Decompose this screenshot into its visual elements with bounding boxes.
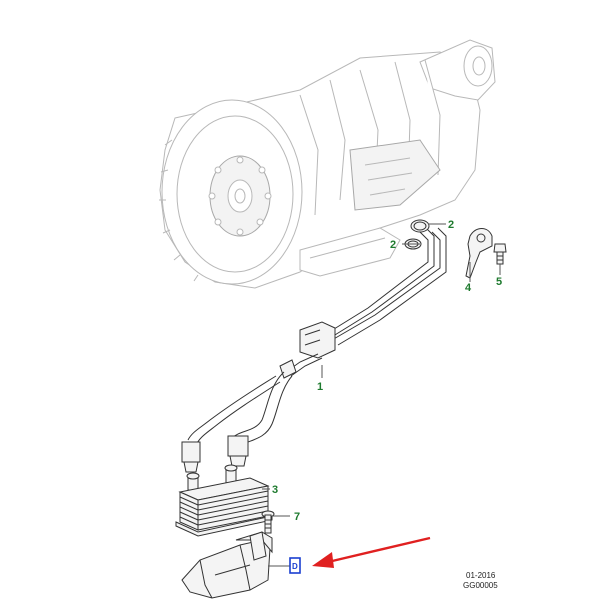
- stamp-code: GG00005: [463, 581, 498, 590]
- leader-lines: [262, 223, 501, 567]
- callout-2-upper: 2: [448, 219, 454, 231]
- callout-7: 7: [294, 511, 300, 523]
- bolt-5: [493, 243, 507, 265]
- drawing-stamp: 01-2016 GG00005: [463, 571, 498, 590]
- cooler-pipes: [181, 227, 447, 473]
- callout-4: 4: [465, 282, 472, 294]
- marker-d: D: [289, 557, 301, 574]
- callout-3: 3: [272, 484, 278, 496]
- oil-cooler: [175, 464, 273, 537]
- bracket-4: [465, 228, 493, 279]
- callout-1: 1: [317, 381, 323, 393]
- cooler-bracket: [181, 531, 273, 599]
- transmission-ghost: [159, 39, 496, 289]
- red-arrow: [312, 536, 431, 568]
- callout-2-lower: 2: [390, 239, 396, 251]
- stamp-date: 01-2016: [466, 571, 496, 580]
- o-rings: [404, 219, 430, 250]
- callout-5: 5: [496, 276, 502, 288]
- marker-d-label: D: [292, 562, 298, 571]
- bolt-7: [261, 510, 275, 534]
- callouts: 2 2 1 3 4 5 7: [272, 219, 502, 523]
